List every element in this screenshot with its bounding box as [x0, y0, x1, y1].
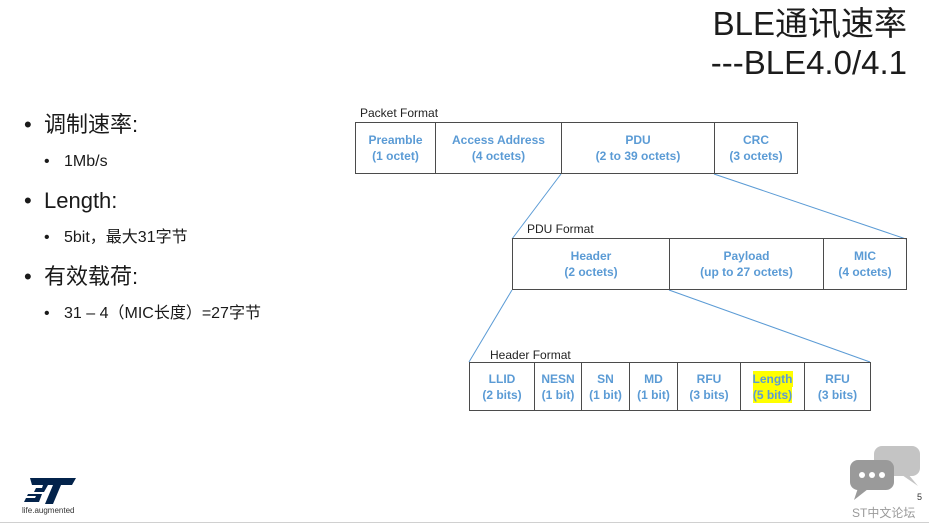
pdu-field-mic: MIC (4 octets) [824, 239, 906, 289]
field-name: Payload [723, 249, 770, 263]
sub-bullet-item: • 31 – 4（MIC长度）=27字节 [44, 304, 261, 324]
logo-tagline: life.augmented [22, 506, 75, 515]
header-left-connector [468, 289, 513, 363]
packet-format-caption: Packet Format [360, 106, 439, 120]
packet-field-access-address: Access Address (4 octets) [436, 123, 562, 173]
field-size: (up to 27 octets) [700, 265, 793, 279]
field-name: RFU [696, 371, 722, 386]
packet-field-crc: CRC (3 octets) [715, 123, 797, 173]
pdu-format-caption: PDU Format [527, 222, 594, 236]
title-line-1: BLE通讯速率 [712, 5, 907, 42]
bullet-text: 调制速率: [44, 112, 139, 137]
packet-field-pdu: PDU (2 to 39 octets) [562, 123, 715, 173]
sub-bullet-item: • 5bit，最大31字节 [44, 228, 261, 248]
field-name: RFU [825, 371, 850, 386]
bullet-dot: • [44, 153, 50, 170]
chat-bubbles-icon [850, 446, 920, 500]
field-name: CRC [743, 133, 769, 147]
slide-title: BLE通讯速率 ---BLE4.0/4.1 [711, 4, 907, 82]
header-field-md: MD(1 bit) [630, 363, 678, 410]
bullet-list: • 调制速率: • 1Mb/s • Length: • 5bit，最大31字节 • 有效载… [24, 112, 261, 340]
field-name: PDU [625, 133, 651, 147]
pdu-format-table: Header (2 octets) Payload (up to 27 octets… [512, 238, 907, 290]
field-size: (2 bits) [482, 387, 522, 402]
bullet-dot: • [44, 229, 50, 246]
header-field-rfu-2: RFU(3 bits) [805, 363, 870, 410]
field-size: (1 bit) [541, 387, 575, 402]
field-name: LLID [488, 371, 516, 386]
bullet-dot: • [24, 112, 32, 137]
header-field-llid: LLID(2 bits) [470, 363, 535, 410]
packet-format-table: Preamble (1 octet) Access Address (4 octet… [355, 122, 798, 174]
field-size: (4 octets) [471, 149, 526, 163]
field-name: Header [570, 249, 612, 263]
sub-bullet-text: 5bit，最大31字节 [64, 229, 188, 246]
bullet-item: • 调制速率: [24, 112, 261, 138]
pdu-left-connector [511, 173, 562, 240]
sub-bullet-text: 31 – 4（MIC长度）=27字节 [64, 305, 261, 322]
st-logo-icon [24, 478, 76, 504]
packet-field-preamble: Preamble (1 octet) [356, 123, 436, 173]
header-field-sn: SN(1 bit) [582, 363, 630, 410]
title-line-2: ---BLE4.0/4.1 [710, 44, 907, 81]
field-size: (2 to 39 octets) [595, 149, 681, 163]
bullet-dot: • [24, 264, 32, 289]
pdu-field-payload: Payload (up to 27 octets) [670, 239, 824, 289]
field-name: Preamble [368, 133, 423, 147]
header-field-length: Length(5 bits) [741, 363, 805, 410]
pdu-field-header: Header (2 octets) [513, 239, 670, 289]
footer-divider [0, 522, 929, 523]
field-name: Length [752, 370, 793, 387]
bullet-item: • 有效载荷: [24, 264, 261, 290]
header-field-nesn: NESN(1 bit) [535, 363, 582, 410]
header-field-rfu: RFU(3 bits) [678, 363, 741, 410]
field-name: NESN [541, 371, 575, 386]
sub-bullet-text: 1Mb/s [64, 153, 108, 170]
field-size: (3 octets) [729, 149, 783, 163]
field-name: MIC [854, 249, 876, 263]
field-size: (4 octets) [838, 265, 892, 279]
header-right-connector [668, 289, 871, 363]
field-size: (3 bits) [817, 387, 858, 402]
bullet-text: 有效载荷: [44, 264, 139, 289]
field-name: MD [644, 371, 663, 386]
watermark-text: ST中文论坛 [852, 506, 916, 520]
bullet-text: Length: [44, 188, 118, 213]
pdu-right-connector [713, 173, 907, 240]
field-size: (1 bit) [589, 387, 622, 402]
page-number: 5 [916, 492, 922, 502]
sub-bullet-item: • 1Mb/s [44, 152, 261, 172]
field-name: Access Address [452, 133, 545, 147]
field-size: (3 bits) [689, 387, 729, 402]
field-name: SN [597, 371, 614, 386]
field-size: (1 octet) [372, 149, 419, 163]
bullet-dot: • [24, 188, 32, 213]
bullet-item: • Length: [24, 188, 261, 214]
bullet-dot: • [44, 305, 50, 322]
header-format-caption: Header Format [490, 348, 571, 362]
field-size: (2 octets) [564, 265, 618, 279]
header-format-table: LLID(2 bits) NESN(1 bit) SN(1 bit) MD(1 … [469, 362, 871, 411]
field-size: (5 bits) [752, 386, 793, 403]
field-size: (1 bit) [637, 387, 670, 402]
